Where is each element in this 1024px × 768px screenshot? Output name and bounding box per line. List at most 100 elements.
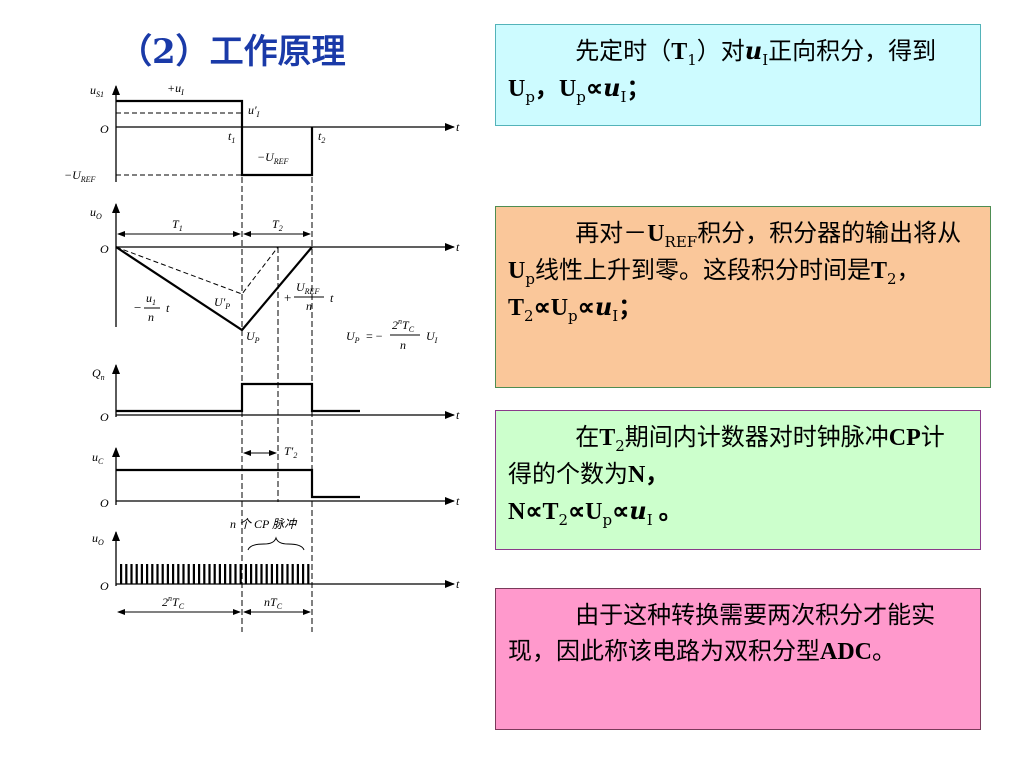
page-title: （2）工作原理: [118, 32, 346, 72]
cp-pulse: [120, 564, 123, 584]
box4-fragment: ADC: [820, 639, 872, 665]
box1-fragment: p: [525, 88, 535, 106]
box2-fragment: 积分，积分器的输出将从: [697, 219, 962, 247]
cp-pulse: [296, 564, 299, 584]
uo-origin-label: O: [100, 242, 109, 256]
cp-pulse: [140, 564, 143, 584]
box2-fragment: I: [612, 307, 619, 325]
box1-fragment: I: [620, 88, 627, 106]
formula-numerator: 2nTC: [392, 317, 415, 334]
box2-fragment: T: [508, 295, 525, 321]
cp-pulse: [239, 564, 242, 584]
panel-uo: uO O t T1 T2 − u1 n t U′P UP + UREF n t …: [90, 203, 460, 352]
cp-pulse: [281, 564, 284, 584]
text-box-conclusion: 由于这种转换需要两次积分才能实现，因此称该电路为双积分型ADC。: [495, 588, 981, 730]
uo-main-ramp: [115, 246, 313, 332]
box2-fragment: 线性上升到零。这段积分时间是: [534, 256, 871, 284]
qn-t-label: t: [456, 408, 460, 422]
neg-uref-axis-label: −UREF: [64, 168, 96, 184]
cp-pulse: [182, 564, 185, 584]
box4-text: 由于这种转换需要两次积分才能实现，因此称该电路为双积分型ADC。: [508, 597, 968, 670]
cp-pulse: [224, 564, 227, 584]
cp-pulse: [213, 564, 216, 584]
box2-fragment: ∝U: [533, 295, 569, 321]
frac-uref-t: t: [330, 291, 334, 305]
plus-sign-label: +: [284, 290, 291, 305]
box1-fragment: I: [762, 51, 769, 69]
box2-fragment: U: [508, 258, 526, 284]
box2-text: 再对－UREF积分，积分器的输出将从Up线性上升到零。这段积分时间是T2，T2∝…: [508, 215, 978, 326]
T1-label: T1: [172, 217, 183, 233]
cp-pulse: [255, 564, 258, 584]
cp-pulse: [151, 564, 154, 584]
box2-fragment: u: [594, 292, 613, 321]
uo-prime-ramp: [115, 246, 279, 295]
box2-fragment: p: [568, 307, 578, 325]
frac-ui-denominator: n: [148, 310, 154, 324]
box2-fragment: ∝: [577, 295, 595, 321]
us1-origin-label: O: [100, 122, 109, 136]
cp-pulse: [208, 564, 211, 584]
uo2-t-label: t: [456, 577, 460, 591]
box1-fragment: ；: [626, 76, 651, 102]
cp-pulse: [125, 564, 128, 584]
box2-fragment: T: [870, 258, 887, 284]
box3-fragment: N: [628, 462, 646, 488]
cp-pulse: [265, 564, 268, 584]
cp-pulse: [250, 564, 253, 584]
box2-fragment: 2: [524, 307, 534, 325]
up-label: UP: [246, 329, 260, 345]
box2-fragment: 再对－: [575, 219, 648, 247]
cp-pulse: [146, 564, 149, 584]
box1-fragment: ，: [534, 76, 559, 102]
qn-axis-label: Qn: [92, 366, 105, 382]
frac-uref-denominator: n: [306, 299, 312, 313]
box3-fragment: 在: [575, 423, 600, 451]
box1-fragment: ）对: [696, 37, 745, 65]
box4-fragment: 由于这种转换需要两次积分才能实现，因此称该电路为双积分型: [508, 601, 936, 665]
cp-pulse: [291, 564, 294, 584]
box2-fragment: U: [647, 221, 665, 247]
two-n-tc-label: 2nTC: [162, 594, 185, 611]
box3-fragment: ∝U: [568, 499, 603, 525]
panel-qn: Qn O t: [92, 364, 460, 424]
plus-ui-label: +uI: [167, 81, 184, 97]
box3-fragment: 。: [652, 499, 683, 525]
formula-eq: = −: [366, 329, 383, 343]
frac-uref-numerator: UREF: [296, 280, 319, 296]
box3-fragment: 2: [615, 437, 625, 455]
text-box-counter: 在T2期间内计数器对时钟脉冲CP计得的个数为N，N∝T2∝Up∝uI 。: [495, 410, 981, 550]
cp-pulse: [166, 564, 169, 584]
box3-fragment: ∝: [612, 499, 630, 525]
cp-pulse: [130, 564, 133, 584]
box1-fragment: u: [603, 73, 621, 102]
uo2-axis-label: uO: [92, 531, 104, 547]
T2-prime-label: T′2: [284, 444, 297, 460]
box2-fragment: ；: [618, 295, 643, 321]
box3-text: 在T2期间内计数器对时钟脉冲CP计得的个数为N，N∝T2∝Up∝uI 。: [508, 419, 968, 530]
box4-fragment: 。: [872, 637, 896, 665]
neg-uref-level-label: −UREF: [257, 150, 289, 166]
box1-fragment: 1: [687, 51, 697, 69]
cp-pulse: [234, 564, 237, 584]
formula-ui: UI: [426, 329, 438, 345]
cp-pulse-train: [120, 564, 310, 584]
uc-t-label: t: [456, 494, 460, 508]
formula-denominator: n: [400, 338, 406, 352]
box3-fragment: 计得的个数为: [508, 423, 945, 488]
uo-t-label: t: [456, 240, 460, 254]
box1-text: 先定时（T1）对uI正向积分，得到Up，Up∝uI；: [508, 33, 968, 107]
t1-label: t1: [228, 129, 235, 145]
uc-origin-label: O: [100, 496, 109, 510]
cp-pulse: [229, 564, 232, 584]
box1-fragment: ∝: [585, 76, 604, 102]
box1-fragment: T: [671, 39, 688, 65]
uc-axis-label: uC: [92, 450, 104, 466]
cp-pulse: [203, 564, 206, 584]
box3-fragment: 2: [558, 511, 569, 529]
box1-fragment: u: [744, 36, 763, 65]
box2-fragment: ，: [896, 256, 921, 284]
box3-fragment: 期间内计数器对时钟脉冲: [624, 423, 889, 451]
box2-fragment: p: [525, 270, 535, 288]
cp-pulse: [286, 564, 289, 584]
